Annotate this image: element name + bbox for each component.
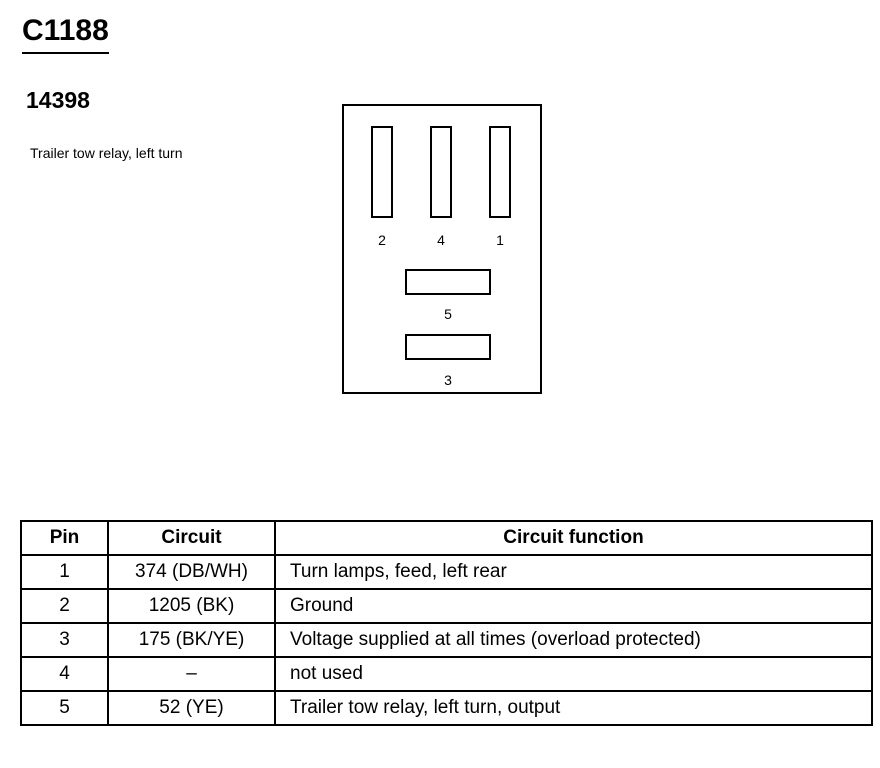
header-circuit: Circuit bbox=[107, 520, 276, 556]
part-number: 14398 bbox=[26, 87, 90, 113]
cell-function: Turn lamps, feed, left rear bbox=[274, 554, 873, 590]
cell-pin: 5 bbox=[20, 690, 109, 726]
cell-circuit: 1205 (BK) bbox=[107, 588, 276, 624]
table-row: 2 1205 (BK) Ground bbox=[20, 588, 873, 624]
cell-pin: 3 bbox=[20, 622, 109, 658]
cell-circuit: 374 (DB/WH) bbox=[107, 554, 276, 590]
pin-label-3: 3 bbox=[444, 372, 452, 388]
pin-label-2: 2 bbox=[378, 232, 386, 248]
header-function: Circuit function bbox=[274, 520, 873, 556]
table-row: 1 374 (DB/WH) Turn lamps, feed, left rea… bbox=[20, 554, 873, 590]
table-row: 3 175 (BK/YE) Voltage supplied at all ti… bbox=[20, 622, 873, 658]
header-pin: Pin bbox=[20, 520, 109, 556]
cell-function: Trailer tow relay, left turn, output bbox=[274, 690, 873, 726]
connector-face-diagram: 2 4 1 5 3 bbox=[342, 104, 542, 394]
cell-function: Voltage supplied at all times (overload … bbox=[274, 622, 873, 658]
cavity-pin-2 bbox=[371, 126, 393, 218]
cell-function: not used bbox=[274, 656, 873, 692]
table-header-row: Pin Circuit Circuit function bbox=[20, 520, 873, 556]
cell-circuit: 175 (BK/YE) bbox=[107, 622, 276, 658]
cavity-pin-4 bbox=[430, 126, 452, 218]
connector-description: Trailer tow relay, left turn bbox=[30, 145, 183, 161]
cell-pin: 1 bbox=[20, 554, 109, 590]
pin-label-1: 1 bbox=[496, 232, 504, 248]
table-row: 4 – not used bbox=[20, 656, 873, 692]
cell-pin: 4 bbox=[20, 656, 109, 692]
cavity-pin-5 bbox=[405, 269, 491, 295]
pin-label-5: 5 bbox=[444, 306, 452, 322]
connector-id: C1188 bbox=[22, 14, 109, 54]
cell-circuit: 52 (YE) bbox=[107, 690, 276, 726]
pin-label-4: 4 bbox=[437, 232, 445, 248]
cell-function: Ground bbox=[274, 588, 873, 624]
cell-circuit: – bbox=[107, 656, 276, 692]
table-row: 5 52 (YE) Trailer tow relay, left turn, … bbox=[20, 690, 873, 726]
cell-pin: 2 bbox=[20, 588, 109, 624]
cavity-pin-1 bbox=[489, 126, 511, 218]
cavity-pin-3 bbox=[405, 334, 491, 360]
pinout-table: Pin Circuit Circuit function 1 374 (DB/W… bbox=[20, 520, 873, 726]
